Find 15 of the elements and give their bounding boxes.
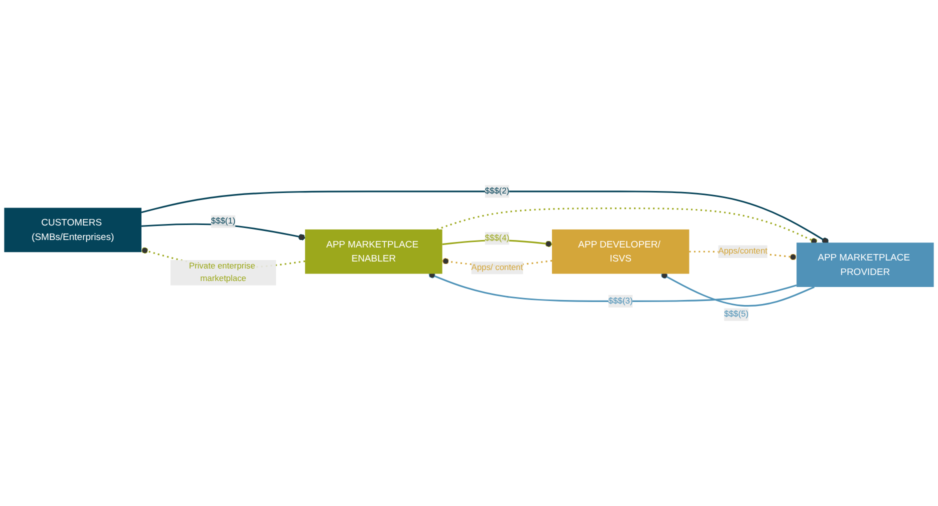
- connector: [428, 272, 797, 302]
- node-box: CUSTOMERS (SMBs/Enterprises): [4, 208, 142, 252]
- edge-label: Apps/content: [718, 246, 768, 256]
- node-box: APP MARKETPLACE PROVIDER: [796, 242, 934, 287]
- connector: [436, 208, 818, 244]
- node-box: APP MARKETPLACE ENABLER: [305, 229, 442, 274]
- connector: [660, 272, 815, 307]
- edge-label: $$$(4): [484, 234, 510, 243]
- edge-label: $$$(2): [484, 186, 510, 196]
- edge-label: $$$(5): [724, 310, 749, 319]
- edge-label: Apps/ content: [471, 263, 523, 272]
- node-box: APP DEVELOPER/ ISVS: [552, 229, 690, 274]
- edge-label: $$$(3): [608, 296, 633, 306]
- edge-label: Private enterprise marketplace: [188, 262, 256, 284]
- edge-label: $$$(1): [211, 216, 236, 226]
